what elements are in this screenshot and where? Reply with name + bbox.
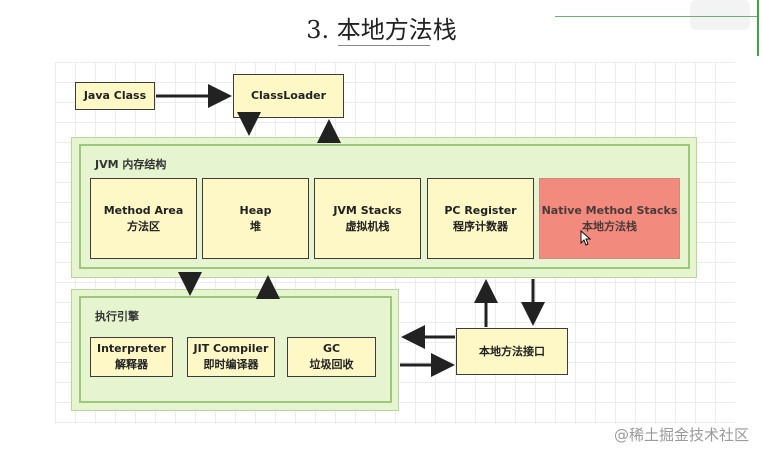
method-area-name: Method Area xyxy=(103,203,184,217)
slide-title: 3. 本地方法栈 xyxy=(306,16,457,44)
heap-name: Heap xyxy=(239,203,272,217)
execution-engine-panel xyxy=(79,296,392,403)
jvm-stacks-box: JVM Stacks 虚拟机栈 xyxy=(314,178,421,259)
jvm-memory-label: JVM 内存结构 xyxy=(95,158,167,171)
heap-box: Heap 堆 xyxy=(202,178,309,259)
class-loader-box: ClassLoader xyxy=(233,74,344,118)
java-class-label: Java Class xyxy=(83,89,147,103)
interpreter-cn: 解释器 xyxy=(115,358,148,371)
native-method-stacks-name: Native Method Stacks xyxy=(541,203,678,217)
pc-register-box: PC Register 程序计数器 xyxy=(427,178,534,259)
jit-compiler-box: JIT Compiler 即时编译器 xyxy=(187,337,275,377)
gc-box: GC 垃圾回收 xyxy=(287,337,376,377)
title-underline xyxy=(338,45,430,46)
pc-register-cn: 程序计数器 xyxy=(453,219,508,233)
native-interface-label: 本地方法接口 xyxy=(479,344,545,358)
java-class-box: Java Class xyxy=(75,82,155,110)
interpreter-name: Interpreter xyxy=(97,342,166,356)
heap-cn: 堆 xyxy=(250,219,261,233)
execution-engine-label: 执行引擎 xyxy=(95,310,139,323)
gc-cn: 垃圾回收 xyxy=(309,358,354,371)
jvm-stacks-cn: 虚拟机栈 xyxy=(345,219,390,233)
native-method-stacks-cn: 本地方法栈 xyxy=(582,219,637,233)
watermark: @稀土掘金技术社区 xyxy=(613,426,749,444)
native-method-stacks-box: Native Method Stacks 本地方法栈 xyxy=(539,178,680,259)
mouse-cursor-icon xyxy=(580,230,592,246)
native-interface-box: 本地方法接口 xyxy=(456,328,568,375)
corner-divider-line xyxy=(555,16,757,17)
class-loader-label: ClassLoader xyxy=(250,89,327,103)
method-area-cn: 方法区 xyxy=(127,219,160,233)
method-area-box: Method Area 方法区 xyxy=(90,178,197,259)
jvm-memory-panel xyxy=(79,144,690,269)
jvm-stacks-name: JVM Stacks xyxy=(333,203,402,217)
jit-compiler-cn: 即时编译器 xyxy=(203,358,259,371)
corner-accent-line xyxy=(757,0,759,56)
jit-compiler-name: JIT Compiler xyxy=(193,342,269,356)
gc-name: GC xyxy=(322,342,341,356)
pc-register-name: PC Register xyxy=(444,203,517,217)
corner-shade xyxy=(690,0,750,30)
interpreter-box: Interpreter 解释器 xyxy=(90,337,173,377)
